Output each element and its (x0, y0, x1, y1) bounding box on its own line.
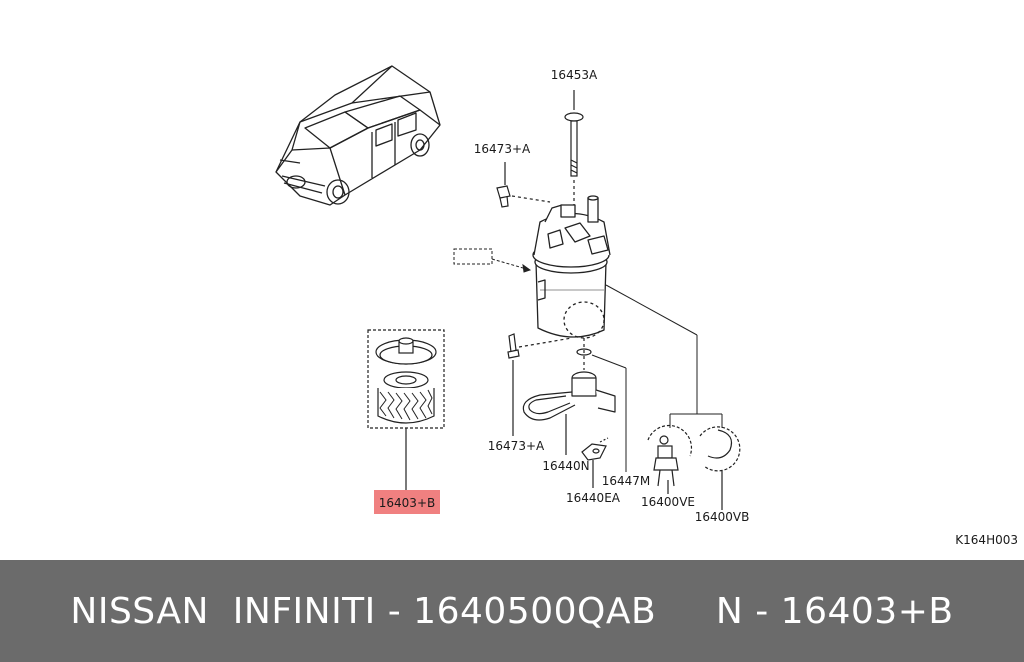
sensor-detail-16400ve (647, 424, 693, 494)
screw-16473a-bottom (507, 333, 573, 436)
bolt-16453a (564, 90, 584, 208)
filter-housing (532, 195, 611, 339)
label-16440ea: 16440EA (566, 491, 621, 505)
highlight-box (374, 490, 440, 514)
label-16403b[interactable]: 16403+B (379, 496, 435, 510)
reference-box (453, 248, 532, 273)
label-16453a: 16453A (551, 68, 598, 82)
part-number-text: NISSAN INFINITI - 1640500QAB N - 16403+B (70, 590, 954, 632)
label-16400ve: 16400VE (641, 495, 695, 509)
leader-16447m (591, 354, 627, 472)
diagram-code: K164H003 (955, 533, 1018, 547)
label-16440n: 16440N (542, 459, 589, 473)
label-16400vb: 16400VB (695, 510, 750, 524)
sensor-detail-16400vb (699, 426, 741, 510)
van-illustration (275, 65, 441, 206)
label-16473a-top: 16473+A (474, 142, 531, 156)
housing-leader-lines (605, 284, 723, 428)
label-16473a-bottom: 16473+A (488, 439, 545, 453)
part-number-banner: NISSAN INFINITI - 1640500QAB N - 16403+B (0, 560, 1024, 662)
fuel-filter-diagram: 16453A 16473+A 16473+A 16440N 16447M 164… (275, 65, 1018, 547)
clip-16440ea (581, 437, 609, 488)
label-16447m: 16447M (602, 474, 651, 488)
filter-element-16403b (367, 329, 445, 490)
water-sensor-16440n (522, 338, 616, 455)
screw-16473a-top (496, 162, 551, 208)
